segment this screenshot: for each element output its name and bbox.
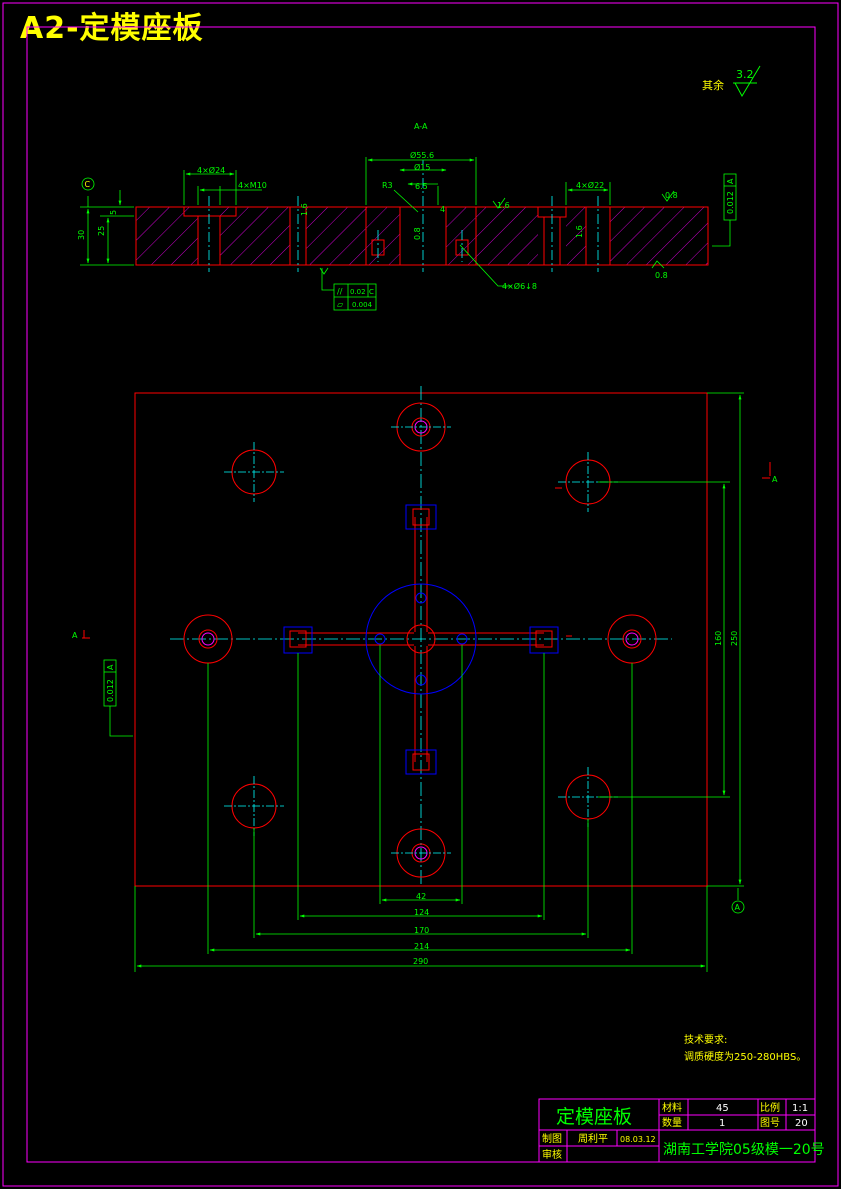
dim-r3: R3 — [382, 181, 393, 190]
title-drawn-label: 制图 — [542, 1132, 562, 1145]
title-drawing-no-label: 图号 — [760, 1117, 780, 1129]
title-school: 湖南工学院05级模一20号 — [663, 1142, 825, 1158]
tolerance-box-left: 0.012 A — [103, 659, 133, 737]
sprue-ring — [365, 583, 477, 695]
title-part-name: 定模座板 — [556, 1106, 632, 1128]
dim-thick5: 5 — [109, 210, 118, 215]
notes-title: 技术要求: — [684, 1033, 727, 1046]
title-date: 08.03.12 — [620, 1135, 656, 1144]
roughness-symbol-icon — [733, 65, 761, 98]
title-block: 定模座板 材料 数量 比例 图号 制图 审核 周利平 08.03.12 45 1… — [538, 1098, 825, 1163]
dim-d15: Ø15 — [414, 162, 430, 172]
dim-holes-right: 4×Ø22 — [576, 180, 604, 190]
datum-c-label: C — [85, 180, 91, 189]
dim-124: 124 — [414, 908, 429, 917]
dim-290: 290 — [413, 957, 428, 966]
title-drawn-by: 周利平 — [578, 1133, 608, 1145]
dim-pins: 4×Ø6↓8 — [502, 281, 537, 291]
roughness-08b: 0.8 — [655, 271, 668, 280]
tol-mid-flatness-value: 0.004 — [352, 301, 373, 309]
plan-view: 42 124 170 214 290 160 250 A A 0.012 A — [72, 386, 778, 972]
section-mark-left: A — [72, 631, 78, 640]
tol-mid-parallel-value: 0.02 — [350, 288, 366, 296]
title-qty-label: 数量 — [662, 1116, 682, 1129]
tol-right-value: 0.012 — [726, 191, 735, 214]
sprue-hole — [406, 624, 436, 654]
guide-holes — [183, 402, 657, 878]
notes-body: 调质硬度为250-280HBS。 — [684, 1050, 806, 1063]
tol-mid-parallel-icon: // — [337, 287, 343, 296]
tol-left-datum: A — [106, 664, 115, 670]
drawing-banner-title: A2-定模座板 — [20, 11, 204, 46]
dim-250: 250 — [730, 631, 739, 646]
roughness-08a: 0.8 — [665, 191, 678, 200]
datum-c: C — [81, 177, 95, 191]
tolerance-box-right: 0.012 A — [712, 173, 737, 247]
title-qty: 1 — [719, 1118, 725, 1129]
dim-thread: 4×M10 — [238, 181, 267, 190]
tol-right-datum: A — [726, 178, 735, 184]
section-mark-right: A — [772, 475, 778, 484]
roughness-note: 其余 3.2 — [702, 65, 761, 98]
dim-42: 42 — [416, 892, 426, 901]
dim-holes-left: 4×Ø24 — [197, 165, 225, 175]
title-material-label: 材料 — [662, 1101, 682, 1114]
roughness-16b: 1.6 — [300, 203, 309, 216]
dim-160: 160 — [714, 631, 723, 646]
dim-170: 170 — [414, 926, 429, 935]
title-scale-label: 比例 — [760, 1101, 780, 1114]
dim-thick30: 30 — [77, 230, 86, 240]
title-scale: 1:1 — [792, 1103, 808, 1114]
section-outline — [135, 206, 709, 266]
datum-a: A — [731, 888, 745, 914]
datum-a-label: A — [735, 903, 741, 912]
roughness-label: 其余 — [702, 78, 724, 92]
tol-mid-flatness-icon: ▱ — [337, 300, 344, 309]
dim-214: 214 — [414, 942, 429, 951]
section-title: A-A — [414, 122, 428, 131]
dim-thick25: 25 — [97, 226, 106, 236]
roughness-08c: 0.8 — [413, 227, 422, 240]
dim-d556: Ø55.6 — [410, 150, 434, 160]
section-view: A-A — [77, 122, 737, 311]
tolerance-box-mid: // 0.02 C ▱ 0.004 — [321, 268, 377, 311]
dim-65: 6.5 — [415, 182, 428, 191]
title-material: 45 — [716, 1103, 729, 1114]
runner — [298, 517, 544, 762]
roughness-16a: 1.6 — [497, 201, 510, 210]
dim-4: 4 — [440, 205, 445, 214]
roughness-value: 3.2 — [736, 68, 754, 81]
title-drawing-no: 20 — [795, 1118, 808, 1129]
tol-left-value: 0.012 — [106, 679, 115, 702]
roughness-16c: 1.6 — [575, 225, 584, 238]
title-check-label: 审核 — [542, 1148, 562, 1161]
technical-notes: 技术要求: 调质硬度为250-280HBS。 — [684, 1033, 806, 1063]
tol-mid-parallel-datum: C — [369, 288, 374, 296]
